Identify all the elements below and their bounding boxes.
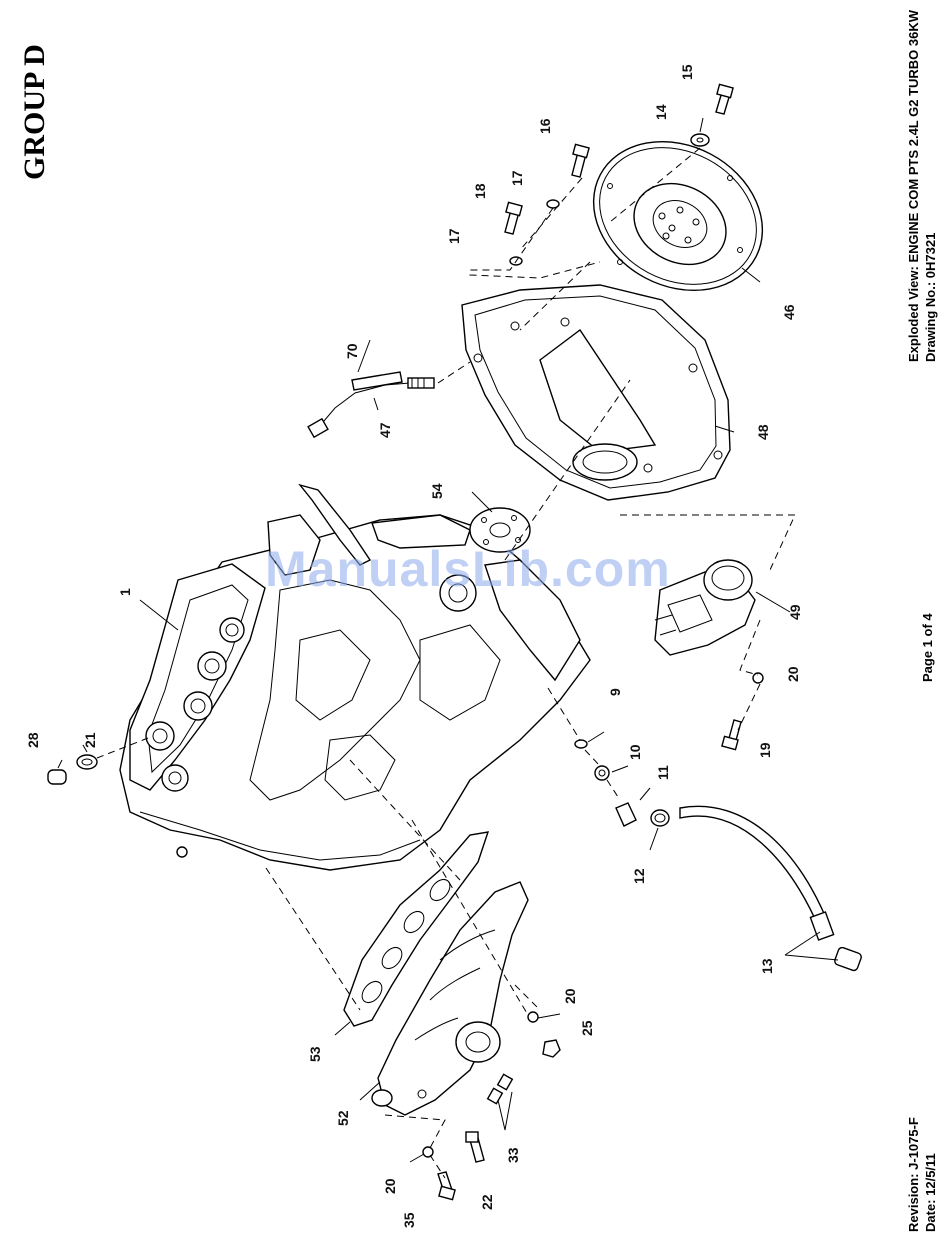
callout-49: 49 — [787, 604, 803, 620]
callout-33: 33 — [505, 1147, 521, 1163]
watermark: ManualsLib.com — [265, 540, 671, 598]
bell-housing — [462, 285, 730, 500]
callout-46: 46 — [781, 304, 797, 320]
callout-35: 35 — [401, 1212, 417, 1228]
callout-9: 9 — [607, 688, 623, 696]
callout-70: 70 — [344, 343, 360, 359]
callout-10: 10 — [627, 744, 643, 760]
callout-28: 28 — [25, 732, 41, 748]
callout-18: 18 — [472, 183, 488, 199]
callout-13: 13 — [759, 958, 775, 974]
callout-25: 25 — [579, 1020, 595, 1036]
callout-12: 12 — [631, 868, 647, 884]
callout-54: 54 — [429, 483, 445, 499]
callout-16: 16 — [537, 118, 553, 134]
callout-20-starter: 20 — [785, 666, 801, 682]
callout-48: 48 — [755, 424, 771, 440]
callout-22: 22 — [479, 1194, 495, 1210]
oxygen-sensor — [308, 372, 434, 437]
callout-17-upper: 17 — [509, 170, 525, 186]
callout-47: 47 — [377, 422, 393, 438]
callout-15: 15 — [679, 64, 695, 80]
callout-14: 14 — [653, 104, 669, 120]
callout-17-lower: 17 — [446, 228, 462, 244]
callout-20-manifold: 20 — [562, 988, 578, 1004]
callout-21: 21 — [82, 732, 98, 748]
callout-52: 52 — [335, 1110, 351, 1126]
callout-53: 53 — [307, 1046, 323, 1062]
callout-11: 11 — [655, 765, 671, 780]
callout-20-lower: 20 — [382, 1178, 398, 1194]
callout-19: 19 — [757, 742, 773, 758]
callout-1: 1 — [117, 588, 133, 596]
coolant-hose — [680, 806, 862, 971]
